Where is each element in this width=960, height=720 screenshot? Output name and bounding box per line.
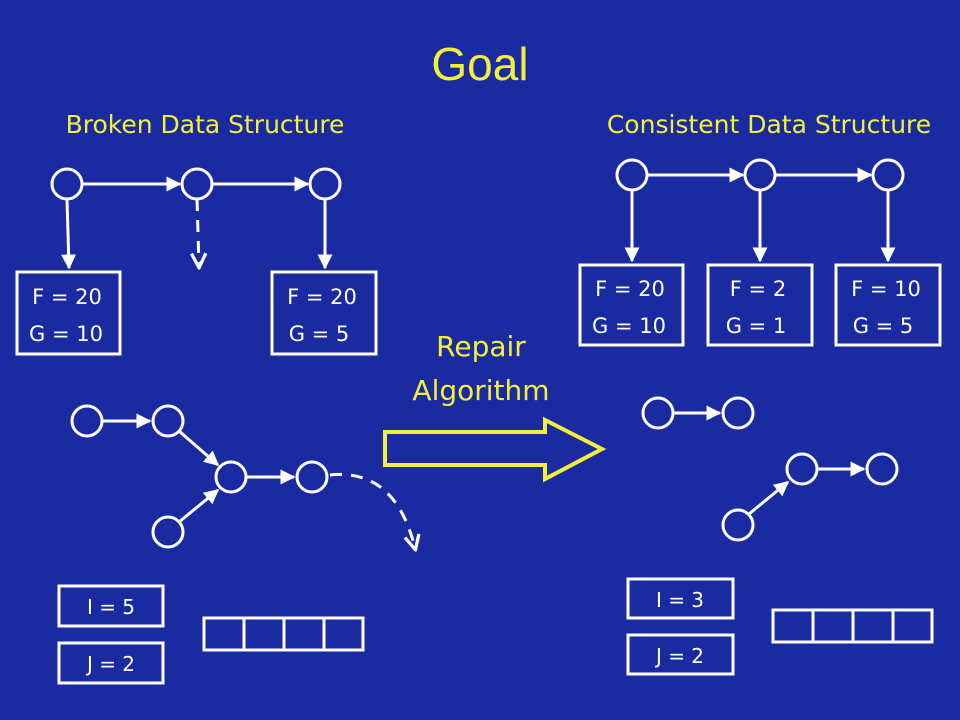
consistent-top-list — [578, 158, 942, 347]
record-box — [706, 263, 814, 347]
repair-arrow-icon — [383, 416, 607, 483]
field-g: G = 10 — [592, 314, 666, 338]
dangling-edge — [329, 472, 415, 548]
broken-top-list — [15, 167, 378, 356]
node — [615, 158, 649, 192]
var-i-label: I = 3 — [656, 588, 704, 612]
right-heading: Consistent Data Structure — [607, 110, 931, 139]
var-box — [57, 641, 165, 685]
node — [785, 452, 819, 486]
node — [871, 158, 905, 192]
node — [721, 508, 755, 542]
pointer-arrow — [61, 198, 77, 270]
repair-label-line1: Repair — [436, 330, 526, 363]
consistent-graph — [641, 396, 899, 542]
node — [865, 452, 899, 486]
node — [70, 404, 104, 438]
record-box — [834, 263, 942, 347]
node — [151, 404, 185, 438]
node — [50, 167, 84, 201]
var-i-label: I = 5 — [87, 595, 135, 619]
record-box — [578, 263, 685, 347]
record-box — [270, 270, 378, 356]
edge-arrow — [178, 488, 220, 524]
var-box — [57, 584, 165, 628]
page-title: Goal — [431, 38, 528, 90]
field-g: G = 5 — [853, 314, 914, 338]
node — [295, 460, 329, 494]
edge-arrow — [178, 429, 220, 467]
field-g: G = 1 — [726, 314, 787, 338]
broken-graph — [70, 404, 415, 549]
node — [308, 167, 342, 201]
field-f: F = 20 — [287, 285, 357, 309]
var-j-label: J = 2 — [654, 644, 704, 668]
node — [214, 460, 248, 494]
field-f: F = 20 — [32, 285, 102, 309]
field-f: F = 20 — [595, 277, 665, 301]
left-heading: Broken Data Structure — [66, 110, 345, 139]
var-box — [626, 633, 735, 676]
var-j-label: J = 2 — [85, 652, 135, 676]
node — [743, 158, 777, 192]
record-box — [15, 270, 122, 356]
field-g: G = 10 — [29, 322, 103, 346]
node — [151, 515, 185, 549]
field-g: G = 5 — [289, 322, 350, 346]
field-f: F = 2 — [730, 277, 786, 301]
edge-arrow — [748, 480, 790, 516]
node — [721, 396, 755, 430]
node — [180, 167, 214, 201]
var-box — [626, 577, 735, 620]
node — [641, 396, 675, 430]
repair-label-line2: Algorithm — [412, 374, 549, 407]
dangling-pointer — [197, 198, 199, 266]
field-f: F = 10 — [851, 277, 921, 301]
